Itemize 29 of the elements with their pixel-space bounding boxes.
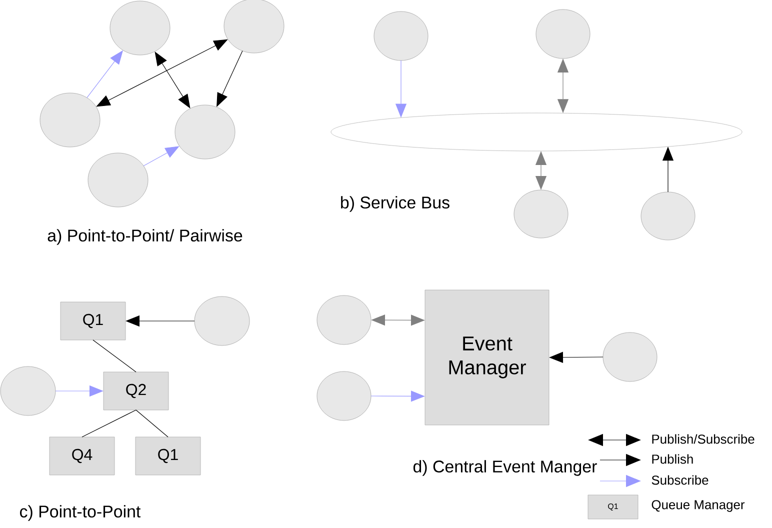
legend-label: Publish/Subscribe [652,434,754,444]
caption: a) Point-to-Point/ Pairwise [48,229,242,245]
client-circle [40,92,100,148]
client-circle [0,366,56,416]
caption: d) Central Event Manger [413,460,597,476]
client-circle [88,152,148,208]
queue-manager-box: Q4 [49,436,115,476]
queue-manager-box: Q1 [135,436,201,476]
client-circle [110,0,170,56]
client-circle [514,190,568,238]
queue-manager-box: Q1 [60,302,126,340]
client-circle [602,332,658,382]
caption: b) Service Bus [341,196,450,212]
client-circle [194,296,250,346]
client-circle [316,371,372,421]
client-circle [174,104,236,160]
legend-label: Queue Manager [652,500,745,512]
client-circle [640,192,696,240]
client-circle [536,9,590,59]
client-circle [374,11,428,61]
caption: c) Point-to-Point [20,505,141,521]
arrow [154,52,190,108]
legend-label: Subscribe [652,475,708,485]
legend-label: Publish [652,454,693,464]
client-circle [316,295,372,345]
arrow [143,146,180,166]
service-bus [330,112,742,152]
event-manager-box: Event Manager [424,290,550,426]
queue-manager-box: Q2 [103,372,169,410]
